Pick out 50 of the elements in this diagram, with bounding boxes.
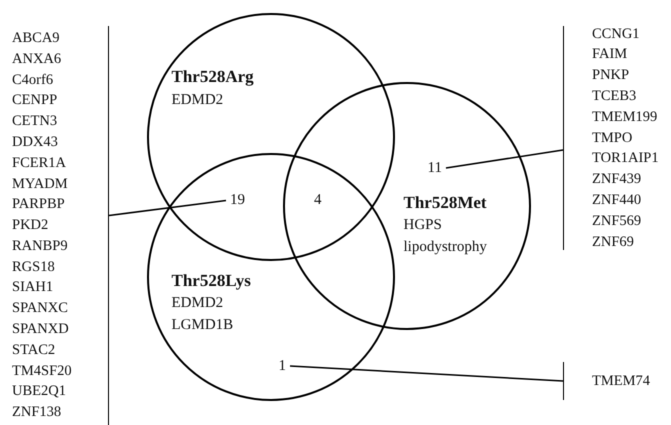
set-title: Thr528Arg [172,66,254,86]
venn-circle [147,13,395,261]
gene-name: ZNF439 [592,170,642,190]
gene-name: DDX43 [12,132,59,152]
gene-name: TCEB3 [592,87,638,106]
gene-name: ZNF569 [592,212,642,231]
gene-name: PARPBP [12,195,66,214]
gene-name: RANBP9 [12,236,69,256]
gene-name: CETN3 [12,112,58,132]
gene-name: ZNF440 [592,191,642,210]
gene-name: PNKP [592,66,630,86]
gene-name: FAIM [592,45,628,64]
disease-label: EDMD2 [172,90,224,110]
count-label: 1 [278,356,286,376]
gene-name: STAC2 [12,340,56,360]
leader-line [446,149,564,169]
gene-name: UBE2Q1 [12,382,67,402]
gene-name: PKD2 [12,216,50,236]
gene-name: TOR1AIP1 [592,149,660,168]
gene-name: ABCA9 [12,28,61,48]
gene-name: RGS18 [12,258,56,277]
disease-label: LGMD1B [172,316,234,334]
venn-circle [147,153,395,401]
leader-line [108,200,226,216]
gene-name: CCNG1 [592,24,641,44]
disease-label: lipodystrophy [404,238,487,256]
gene-name: ANXA6 [12,50,62,69]
gene-name: ZNF138 [12,403,62,422]
gene-name: TMEM199 [592,108,658,127]
venn-circle [283,82,531,330]
set-title: Thr528Met [404,192,487,212]
gene-name: FCER1A [12,154,67,173]
gene-name: TMPO [592,128,634,148]
gene-name: SIAH1 [12,278,54,298]
gene-list-bracket [12,26,109,425]
disease-label: HGPS [404,216,442,234]
gene-name: TMEM74 [592,372,651,391]
gene-name: TM4SF20 [12,362,73,381]
count-label: 19 [230,190,245,211]
count-label: 4 [314,191,322,210]
leader-line [290,365,564,382]
disease-label: EDMD2 [172,294,224,312]
gene-name: SPANXD [12,320,70,340]
gene-name: MYADM [12,174,69,194]
gene-name: CENPP [12,91,58,110]
count-label: 11 [428,158,442,178]
gene-name: ZNF69 [592,232,635,252]
set-title: Thr528Lys [172,270,251,290]
gene-name: C4orf6 [12,70,54,90]
gene-name: SPANXC [12,299,69,318]
